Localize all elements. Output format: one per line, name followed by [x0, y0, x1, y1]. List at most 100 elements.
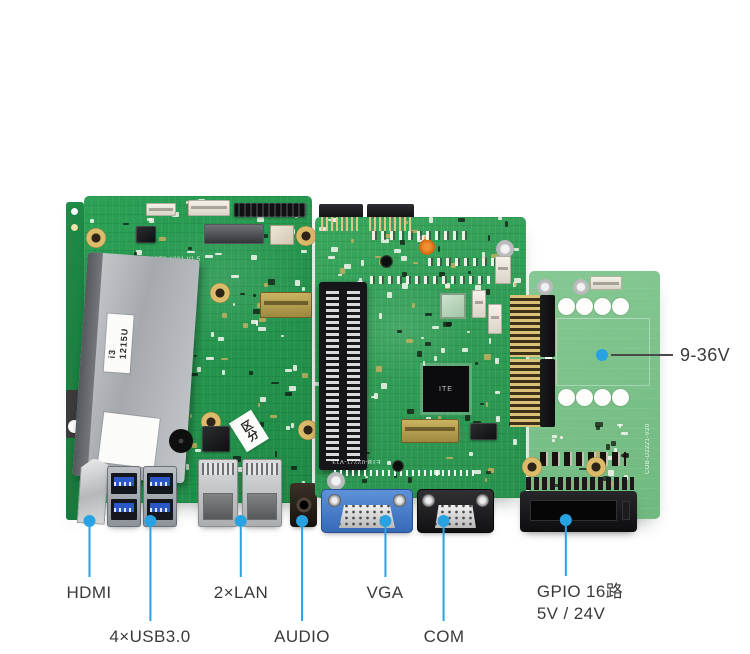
callout-label: 4×USB3.0: [109, 627, 191, 646]
callout-usb: 4×USB3.0: [109, 515, 190, 648]
ram-label-sticker: [98, 412, 160, 469]
m2-gold-connector: [401, 419, 459, 443]
callout-lan: 2×LAN: [214, 515, 268, 604]
callout-dot: [234, 515, 247, 527]
callout-label: HDMI: [66, 583, 112, 602]
pad-circle: [558, 389, 575, 406]
mini-pcie-connector: [510, 359, 556, 427]
mounting-hole: [210, 283, 230, 303]
pin-header: [234, 203, 306, 217]
lan-port-pair: [198, 459, 282, 527]
card-edge-socket: [319, 282, 367, 470]
callout-label: COM: [423, 627, 465, 646]
diode-row: [540, 452, 626, 466]
callout-label-line2: 5V / 24V: [536, 604, 606, 623]
ite-controller-chip: ITE: [423, 366, 469, 412]
callout-line: [148, 527, 151, 621]
pad-circle: [594, 298, 611, 315]
mounting-hole: [392, 460, 404, 472]
solder-pad-row: [334, 470, 474, 476]
callout-label-power: 9-36V: [680, 345, 731, 365]
board-edge-connector: [367, 204, 414, 231]
bga-chip: [202, 426, 230, 452]
callout-label: GPIO 16路 5V / 24V: [537, 581, 623, 625]
mounting-hole: [496, 240, 514, 258]
callout-line-power: [611, 354, 673, 356]
pad-circle: [612, 389, 629, 406]
callout-label: AUDIO: [274, 627, 330, 646]
callout-line: [383, 527, 386, 577]
silkscreen-outline: [556, 318, 650, 386]
buzzer: [169, 429, 193, 453]
board-edge-connector: [319, 204, 363, 231]
audio-jack-hole: [296, 497, 311, 513]
wire-connector: [495, 256, 511, 284]
mounting-hole: [586, 457, 606, 477]
mounting-hole: [86, 228, 106, 248]
callout-dot-power: [596, 349, 608, 361]
wire-connector: [472, 290, 486, 318]
cpu-sticker-line2: 1215U: [117, 327, 130, 360]
wire-connector: [488, 304, 502, 334]
callout-line: [565, 526, 567, 576]
callout-dot: [296, 515, 308, 527]
callout-dot: [438, 515, 450, 527]
callout-dot: [378, 515, 391, 527]
callout-label: 2×LAN: [213, 583, 269, 602]
lan-port-1: [198, 459, 238, 527]
capacitor-row: [372, 231, 468, 240]
pad-circle: [558, 298, 575, 315]
callout-dot: [143, 515, 156, 527]
chip-logo-text: ITE: [439, 385, 453, 393]
silkscreen-text: ETB-02271-V13: [332, 458, 381, 464]
callout-line: [301, 527, 303, 621]
callout-vga: VGA: [366, 515, 403, 604]
trimmer-component: [419, 239, 435, 255]
callout-hdmi: HDMI: [66, 515, 111, 604]
mounting-hole: [327, 472, 345, 490]
edge-pad-dot: [71, 224, 78, 231]
audio-jack: [290, 483, 317, 527]
mounting-hole: [537, 279, 553, 295]
callout-label-line1: GPIO 16路: [536, 582, 624, 601]
mounting-hole: [298, 420, 318, 440]
edge-pad-dot: [71, 208, 78, 215]
cpu-sticker: i3 1215U: [103, 313, 134, 374]
pin-block-row: [526, 477, 634, 490]
capacitor-row: [370, 276, 490, 284]
callout-audio: AUDIO: [274, 515, 330, 648]
wire-connector: [188, 200, 230, 216]
callout-dot: [560, 514, 572, 526]
crystal-component: [270, 225, 294, 245]
silkscreen-text-vertical: COB-D2221-V20: [645, 423, 651, 474]
mounting-hole: [380, 255, 393, 268]
callout-gpio: GPIO 16路 5V / 24V: [523, 514, 623, 625]
mounting-hole: [522, 457, 542, 477]
callout-line: [239, 527, 242, 577]
pad-circle: [576, 389, 593, 406]
com-port: [417, 489, 494, 533]
usb3-stack-1: [107, 466, 141, 527]
pad-circle: [576, 298, 593, 315]
mounting-hole: [296, 226, 316, 246]
pad-circle: [612, 298, 629, 315]
gpio-connector: [520, 491, 637, 532]
ic-chip: [136, 226, 156, 243]
qfp-chip: [440, 293, 466, 319]
callout-line: [443, 527, 445, 621]
mini-pcie-connector: [510, 295, 556, 357]
soic-chip: [470, 423, 497, 440]
callout-line: [87, 527, 90, 577]
callout-label: VGA: [366, 583, 404, 602]
m2-socket: [204, 224, 264, 244]
capacitor-row: [428, 258, 504, 266]
callout-com: COM: [424, 515, 465, 648]
pad-circle: [594, 389, 611, 406]
m2-gold-connector: [260, 292, 312, 318]
lan-port-2: [242, 459, 282, 527]
marker-sticker-text: 区分: [238, 418, 260, 444]
callout-dot: [82, 515, 95, 527]
wire-connector: [590, 276, 622, 290]
mounting-hole: [573, 279, 589, 295]
